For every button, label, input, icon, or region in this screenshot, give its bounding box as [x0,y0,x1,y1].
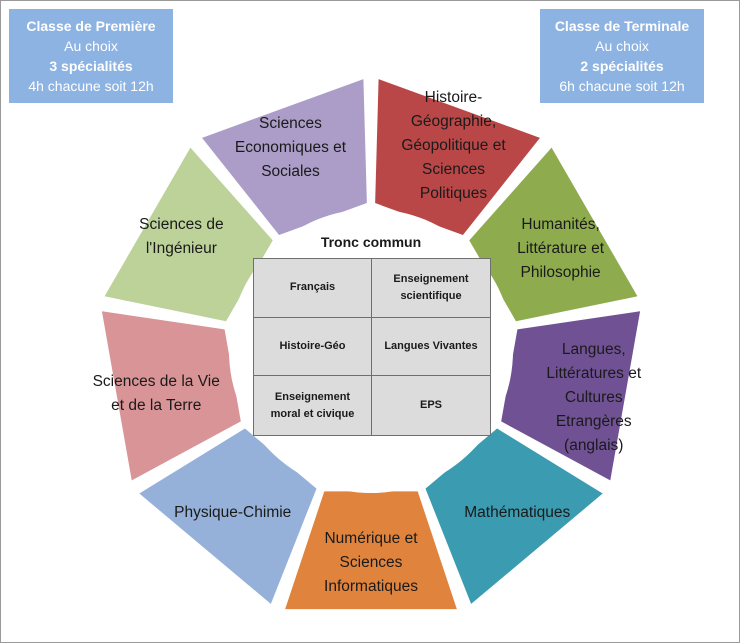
segment-label-6: Sciences de la Vie et de la Terre [92,372,220,414]
terminale-info-box: Classe de Terminale Au choix 2 spécialit… [540,9,704,103]
core-cell-histoire-geo: Histoire-Géo [254,317,372,377]
ring-segment-1 [469,147,638,322]
ring-segment-7 [104,147,273,322]
segment-label-4: Numérique et Sciences Informatiques [324,530,418,595]
ring-segment-6 [101,311,241,481]
terminale-choice: Au choix [595,38,649,54]
terminale-specialties: 2 spécialités [580,58,664,74]
premiere-hours: 4h chacune soit 12h [28,78,154,94]
segment-label-2: Langues, Littératures et Cultures Etrang… [546,340,642,454]
ring-segment-0 [375,79,540,236]
core-cell-emc: Enseignement moral et civique [254,376,372,435]
segment-label-0: Histoire- Géographie, Géopolitique et Sc… [401,88,506,202]
premiere-title: Classe de Première [26,18,156,34]
core-grid: Français Enseignement scientifique Histo… [253,258,491,436]
core-cell-enseignement-scientifique: Enseignement scientifique [372,259,490,318]
terminale-title: Classe de Terminale [554,18,690,34]
ring-segment-8 [202,79,367,236]
ring-segment-4 [285,491,457,610]
premiere-specialties: 3 spécialités [49,58,133,74]
segment-label-3: Mathématiques [464,504,571,522]
core-cell-langues-vivantes: Langues Vivantes [372,318,490,377]
segment-label-5: Physique-Chimie [174,504,292,522]
core-cell-francais: Français [254,259,372,318]
ring-segment-5 [139,428,317,604]
core-title: Tronc commun [320,234,422,250]
premiere-info-box: Classe de Première Au choix 3 spécialité… [9,9,173,103]
segment-label-7: Sciences de l'Ingénieur [139,216,224,257]
ring-segment-3 [425,428,603,604]
ring-segment-2 [501,311,641,481]
terminale-hours: 6h chacune soit 12h [559,78,685,94]
segment-label-1: Humanités, Littérature et Philosophie [517,216,605,281]
segment-label-8: Sciences Economiques et Sociales [234,114,347,180]
core-cell-eps: EPS [419,399,442,412]
premiere-choice: Au choix [64,38,118,54]
